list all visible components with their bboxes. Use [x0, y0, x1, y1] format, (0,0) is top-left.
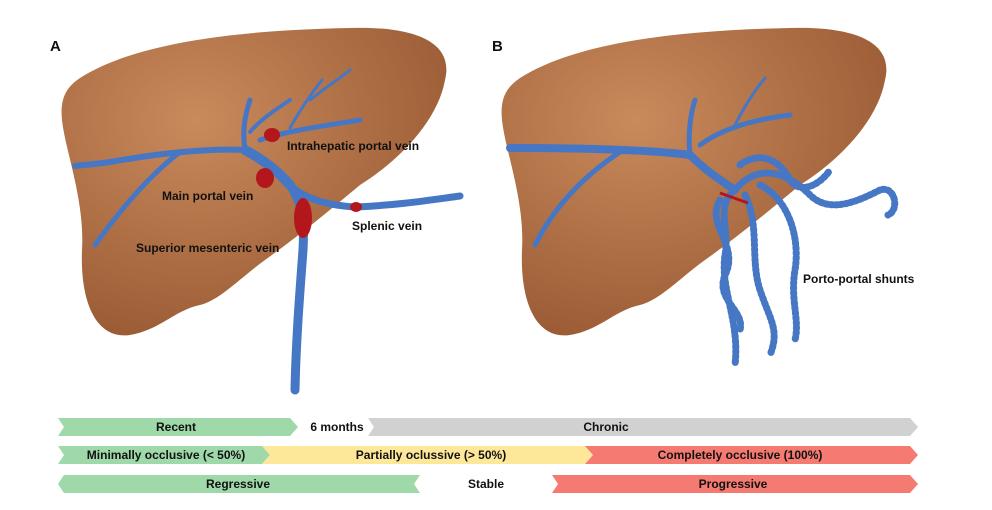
- band-regressive: [58, 475, 420, 493]
- label-splenic-vein: Splenic vein: [352, 219, 423, 233]
- portal-veins-b: [506, 76, 793, 248]
- liver-b: [501, 27, 887, 336]
- label-intrahepatic-portal-vein: Intrahepatic portal vein: [287, 139, 420, 153]
- text-chronic: Chronic: [583, 420, 629, 434]
- thrombus-b: [719, 191, 749, 205]
- band-partially-occlusive: [262, 446, 593, 464]
- text-stable: Stable: [467, 477, 505, 491]
- text-six-months: 6 months: [310, 420, 364, 434]
- band-recent: [58, 418, 298, 436]
- text-partially-occlusive: Partially oclussive (> 50%): [355, 448, 507, 462]
- band-chronic: [368, 418, 918, 436]
- label-main-portal-vein: Main portal vein: [162, 189, 254, 203]
- label-porto-portal-shunts: Porto-portal shunts: [803, 272, 915, 286]
- thrombi-a: [256, 128, 362, 238]
- panel-letter-b: B: [492, 38, 503, 55]
- label-superior-mesenteric-vein: Superior mesenteric vein: [136, 241, 280, 255]
- text-recent: Recent: [155, 420, 197, 434]
- liver-a: [61, 27, 447, 336]
- porto-portal-shunts: [712, 154, 899, 369]
- text-completely-occlusive: Completely occlusive (100%): [657, 448, 823, 462]
- liver-diagram: [61, 27, 899, 395]
- band-completely-occlusive: [585, 446, 918, 464]
- panel-letter-a: A: [50, 38, 61, 55]
- text-minimally-occlusive: Minimally occlusive (< 50%): [86, 448, 246, 462]
- text-regressive: Regressive: [205, 477, 271, 491]
- text-progressive: Progressive: [698, 477, 768, 491]
- band-progressive: [552, 475, 918, 493]
- band-minimally-occlusive: [58, 446, 270, 464]
